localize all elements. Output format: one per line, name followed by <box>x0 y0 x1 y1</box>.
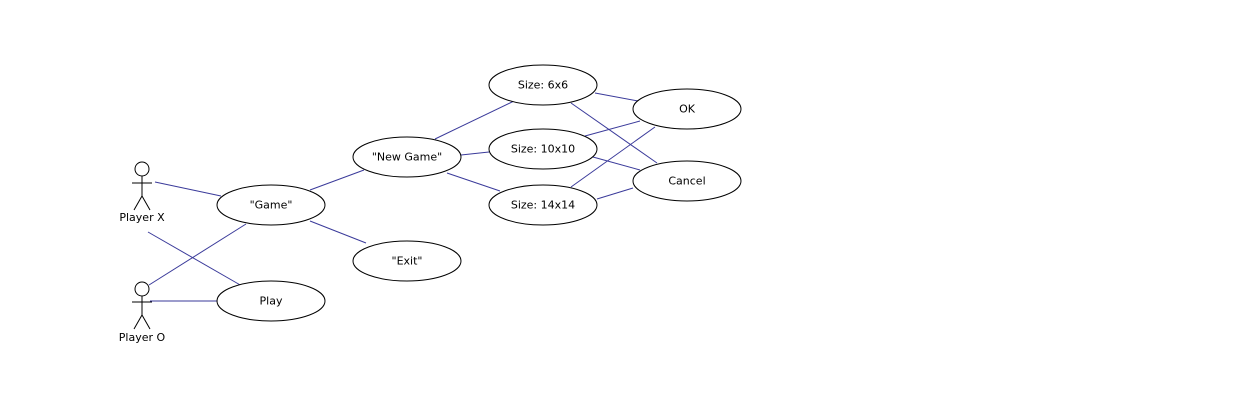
association-size-10x10-ok <box>584 120 641 137</box>
use-case-label-size-6x6: Size: 6x6 <box>518 79 568 92</box>
use-case-label-cancel: Cancel <box>668 175 705 188</box>
use-case-label-new-game: "New Game" <box>372 151 442 164</box>
actor-label-player-x: Player X <box>119 211 165 224</box>
association-player-x-game <box>154 181 222 197</box>
association-new-game-size-10x10 <box>460 151 490 156</box>
association-size-6x6-ok <box>594 92 639 102</box>
use-case-new-game[interactable]: "New Game" <box>352 136 462 178</box>
use-case-play[interactable]: Play <box>216 280 326 322</box>
use-case-label-size-10x10: Size: 10x10 <box>511 143 575 156</box>
actor-player-o[interactable]: Player O <box>119 281 166 344</box>
use-case-game[interactable]: "Game" <box>216 184 326 226</box>
association-size-6x6-cancel <box>570 102 658 164</box>
association-size-14x14-ok <box>570 126 656 188</box>
use-case-label-game: "Game" <box>250 199 293 212</box>
use-case-label-ok: OK <box>679 103 696 116</box>
association-game-exit <box>309 220 367 244</box>
actor-label-player-o: Player O <box>119 331 166 344</box>
association-game-new-game <box>309 169 365 191</box>
use-case-label-size-14x14: Size: 14x14 <box>511 199 575 212</box>
association-player-o-game <box>148 223 247 286</box>
association-new-game-size-6x6 <box>434 100 515 140</box>
association-size-10x10-cancel <box>592 156 641 171</box>
association-player-x-play <box>147 231 243 287</box>
association-lines <box>147 92 658 302</box>
use-case-label-exit: "Exit" <box>392 255 423 268</box>
use-case-size-10x10[interactable]: Size: 10x10 <box>488 128 598 170</box>
use-case-exit[interactable]: "Exit" <box>352 240 462 282</box>
use-case-size-6x6[interactable]: Size: 6x6 <box>488 64 598 106</box>
use-case-label-play: Play <box>260 295 283 308</box>
association-new-game-size-14x14 <box>446 172 501 192</box>
use-case-ok[interactable]: OK <box>632 88 742 130</box>
use-case-size-14x14[interactable]: Size: 14x14 <box>488 184 598 226</box>
use-case-cancel[interactable]: Cancel <box>632 160 742 202</box>
actor-player-x[interactable]: Player X <box>119 161 165 224</box>
association-size-14x14-cancel <box>596 187 634 200</box>
